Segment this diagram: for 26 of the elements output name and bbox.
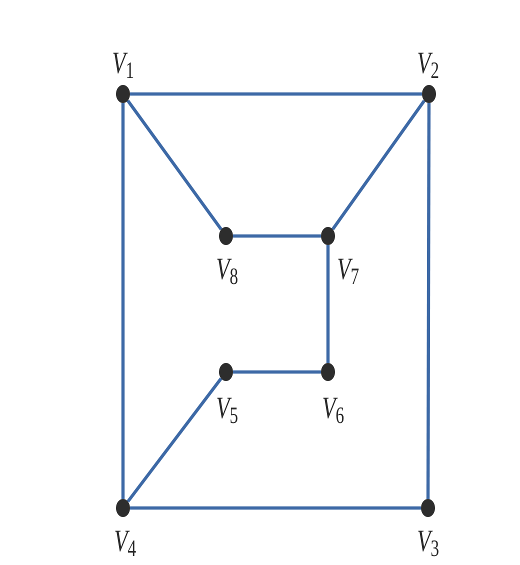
edge-line <box>126 377 222 503</box>
edge-line <box>326 245 330 363</box>
vertex-label: V$_{7}$ <box>337 252 360 290</box>
edge-line <box>126 100 223 230</box>
edge-line <box>121 103 125 499</box>
edge-line <box>233 370 321 374</box>
vertex-label: V$_{6}$ <box>322 392 344 428</box>
vertex-label: V$_{1}$ <box>112 46 134 84</box>
vertex-dot <box>219 227 233 245</box>
edge-line <box>426 103 431 499</box>
vertex-dot <box>219 363 233 381</box>
vertex-label: V$_{5}$ <box>216 392 238 428</box>
edge-line <box>130 92 422 96</box>
vertex-dot <box>321 363 335 381</box>
vertex-label: V$_{4}$ <box>114 524 136 562</box>
vertex-dot <box>422 85 436 103</box>
vertex-label: V$_{2}$ <box>417 46 440 84</box>
vertex-label: V$_{3}$ <box>417 524 440 562</box>
edge-line <box>130 506 421 510</box>
vertex-dot <box>321 227 335 245</box>
edge-line <box>331 100 426 230</box>
vertex-label: V$_{8}$ <box>216 252 238 290</box>
vertex-dot <box>116 85 130 103</box>
vertex-dot <box>116 499 130 517</box>
vertex-dot <box>421 499 435 517</box>
edge-line <box>233 234 321 238</box>
